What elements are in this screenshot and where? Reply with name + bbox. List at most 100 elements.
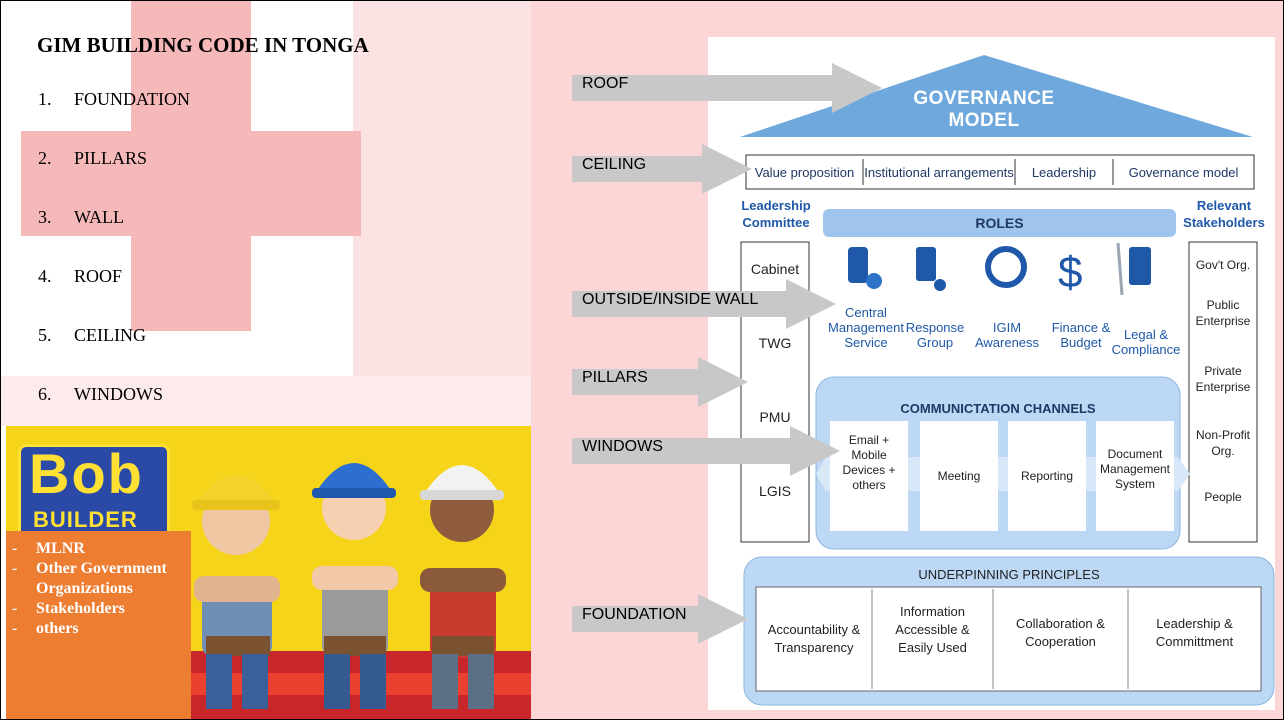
stakeholder-line: Enterprise bbox=[1195, 380, 1251, 394]
arrow-label: PILLARS bbox=[582, 369, 648, 386]
background-cross-horizontal bbox=[21, 131, 361, 236]
logo-bob-text: Bob bbox=[29, 442, 144, 505]
header-line: Committee bbox=[742, 215, 810, 230]
stakeholder-item: Gov't Org. bbox=[1189, 257, 1257, 273]
header-line: Stakeholders bbox=[1183, 215, 1265, 230]
principle-line: Leadership & bbox=[1156, 616, 1233, 631]
principle-item: Leadership & Committment bbox=[1128, 615, 1261, 651]
committee-item: LGIS bbox=[759, 483, 791, 499]
channel-line: others bbox=[852, 478, 886, 492]
list-label: CEILING bbox=[74, 325, 146, 345]
arrow-label: WINDOWS bbox=[582, 438, 663, 455]
arrow-label: OUTSIDE/INSIDE WALL bbox=[582, 291, 759, 308]
relevant-stakeholders-header: Relevant Stakeholders bbox=[1182, 197, 1266, 231]
principle-line: Committment bbox=[1155, 634, 1234, 649]
principle-line: Information bbox=[899, 604, 966, 619]
ceiling-item: Institutional arrangements bbox=[864, 165, 1014, 180]
stakeholder-line: Gov't Org. bbox=[1195, 258, 1251, 272]
channel-line: Meeting bbox=[937, 469, 981, 483]
list-label: FOUNDATION bbox=[74, 89, 190, 109]
phone-people-icon bbox=[916, 247, 936, 281]
arrow-label: FOUNDATION bbox=[582, 606, 687, 623]
list-number: 6. bbox=[38, 384, 52, 404]
leadership-committee-header: Leadership Committee bbox=[734, 197, 818, 231]
role-line: Service bbox=[844, 335, 888, 350]
channel-item: Reporting bbox=[1008, 469, 1086, 483]
org-item: others bbox=[6, 619, 191, 639]
principle-line: Easily Used bbox=[898, 640, 967, 655]
principle-line: Cooperation bbox=[1025, 634, 1096, 649]
list-number: 3. bbox=[38, 207, 52, 227]
list-item: 3.WALL bbox=[38, 207, 190, 266]
principle-line: Accessible & bbox=[895, 622, 970, 637]
ceiling-item: Governance model bbox=[1128, 165, 1239, 180]
list-label: PILLARS bbox=[74, 148, 148, 168]
channel-line: Mobile bbox=[851, 448, 887, 462]
principle-line: Collaboration & bbox=[1016, 616, 1105, 631]
certificate-icon bbox=[1129, 247, 1151, 285]
list-number: 5. bbox=[38, 325, 52, 345]
principles-title: UNDERPINNING PRINCIPLES bbox=[918, 567, 1100, 582]
channels-title: COMMUNICTATION CHANNELS bbox=[900, 401, 1096, 416]
background-bottom-strip bbox=[1, 376, 531, 426]
stakeholder-line: People bbox=[1204, 490, 1242, 504]
principle-line: Accountability & bbox=[767, 622, 861, 637]
role-line: Legal & bbox=[1123, 327, 1169, 342]
principle-item: Collaboration & Cooperation bbox=[993, 615, 1128, 651]
header-line: Relevant bbox=[1196, 198, 1252, 213]
diagram-shapes: $ bbox=[740, 55, 1275, 706]
list-item: 6. WINDOWS bbox=[38, 384, 190, 443]
stakeholder-line: Public bbox=[1206, 298, 1240, 312]
role-line: Group bbox=[916, 335, 954, 350]
list-label: WINDOWS bbox=[74, 384, 163, 404]
arrow-label: ROOF bbox=[582, 75, 629, 92]
roles-title: ROLES bbox=[975, 215, 1024, 231]
org-item: Stakeholders bbox=[6, 599, 191, 619]
channel-line: Reporting bbox=[1020, 469, 1074, 483]
list-number: 1. bbox=[38, 89, 52, 109]
channel-line: Management bbox=[1099, 462, 1171, 476]
stakeholder-line: Non-Profit bbox=[1195, 428, 1251, 442]
logo-builder-text: BUILDER bbox=[33, 507, 138, 532]
organizations-box: MLNR Other Government Organizations Stak… bbox=[6, 531, 191, 719]
role-line: Compliance bbox=[1111, 342, 1181, 357]
stakeholder-line: Private bbox=[1204, 364, 1242, 378]
building-parts-list: 1.FOUNDATION 2.PILLARS 3.WALL 4.ROOF 5.C… bbox=[38, 89, 190, 443]
list-item: 1. FOUNDATION bbox=[38, 89, 190, 148]
org-item: MLNR bbox=[6, 539, 191, 559]
role-line: Awareness bbox=[974, 335, 1040, 350]
list-item: 2.PILLARS bbox=[38, 148, 190, 207]
org-item: Other Government Organizations bbox=[6, 559, 191, 599]
channel-line: System bbox=[1114, 477, 1155, 491]
role-label: Legal &Compliance bbox=[1106, 327, 1186, 357]
governance-model-diagram: $ GOVERNANCE MODEL Value proposition Ins… bbox=[708, 37, 1275, 710]
arrow-roof: ROOF bbox=[572, 63, 904, 113]
role-line: Central bbox=[845, 305, 887, 320]
list-item: 5. CEILING bbox=[38, 325, 190, 384]
channel-line: Document bbox=[1107, 447, 1163, 461]
arrow-pillars: PILLARS bbox=[572, 357, 752, 407]
builder-characters-illustration bbox=[192, 463, 506, 709]
committee-item: PMU bbox=[759, 409, 791, 425]
role-line: Response bbox=[905, 320, 965, 335]
bob-the-builder-logo: Bob BUILDER bbox=[18, 442, 170, 540]
role-line: Budget bbox=[1060, 335, 1102, 350]
slide-title: GIM BUILDING CODE IN TONGA bbox=[37, 33, 369, 57]
stakeholder-item: People bbox=[1189, 489, 1257, 505]
role-label: Finance &Budget bbox=[1042, 320, 1120, 350]
role-line: Management bbox=[828, 320, 904, 335]
list-label: ROOF bbox=[74, 266, 123, 286]
diagram-title: GOVERNANCE MODEL bbox=[913, 88, 1055, 131]
roof-shape bbox=[740, 55, 1253, 137]
channel-item: Meeting bbox=[920, 469, 998, 483]
